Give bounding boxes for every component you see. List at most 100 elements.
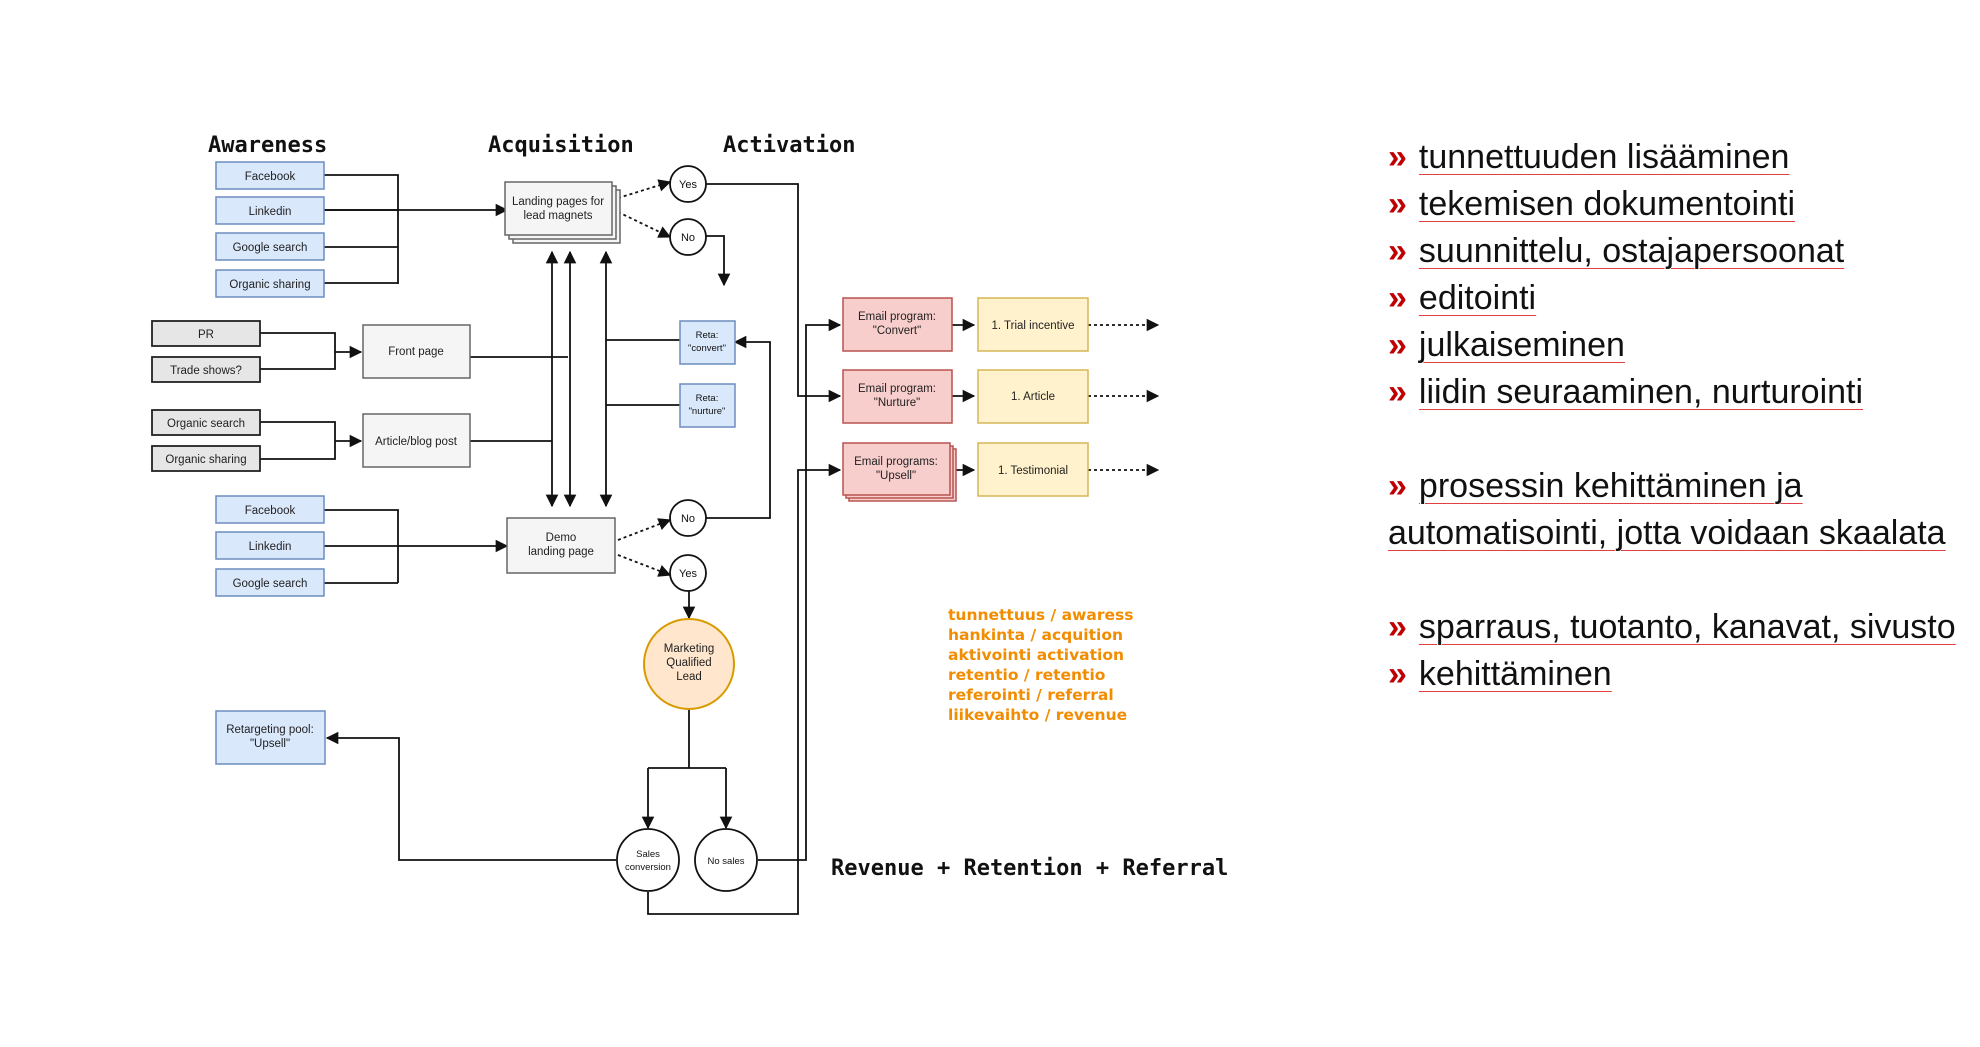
legend-line-6: liikevaihto / revenue: [948, 706, 1127, 724]
edge-sales-to-retargeting: [325, 731, 616, 861]
awareness-top-organic-sharing: Organic sharing: [215, 269, 325, 298]
awareness-top-linkedin-label: Linkedin: [249, 206, 292, 218]
edge-sales-loop: [647, 822, 799, 915]
bullet-text: tekemisen dokumentointi: [1418, 185, 1796, 223]
awareness-top-facebook-label: Facebook: [245, 171, 296, 183]
bullet-item: » liidin seuraaminen, nurturointi: [1388, 369, 1968, 416]
bullet-item: » tunnettuuden lisääminen: [1388, 134, 1968, 181]
bullet-marker-icon: »: [1388, 655, 1407, 693]
awareness-bottom-linkedin: Linkedin: [215, 531, 325, 560]
bullet-marker-icon: »: [1388, 373, 1407, 411]
bullet-text: liidin seuraaminen, nurturointi: [1418, 373, 1864, 411]
mql-label-1: Marketing: [664, 643, 715, 655]
sales-conversion-node: Sales conversion: [616, 828, 680, 892]
decision-yes-top-label: Yes: [679, 179, 697, 191]
article-step-box: 1. Article: [977, 369, 1089, 424]
edge-organic-bus: [260, 421, 336, 460]
bullet-item: »kehittäminen: [1388, 651, 1968, 698]
email-convert-label-1: Email program:: [858, 311, 936, 323]
sales-conversion-label-2: conversion: [625, 862, 671, 873]
bullet-marker-icon: »: [1388, 326, 1407, 364]
bullet-text: prosessin kehittäminen ja automatisointi…: [1388, 467, 1946, 552]
reta-convert-label-1: Reta:: [696, 330, 719, 341]
legend-line-2: hankinta / acquition: [948, 626, 1123, 644]
email-nurture-label-1: Email program:: [858, 383, 936, 395]
legend-line-5: referointi / referral: [948, 686, 1114, 704]
bullet-marker-icon: »: [1388, 185, 1407, 223]
phase-awareness: Awareness: [208, 133, 327, 158]
edge-awareness-bottom-bus: [324, 509, 399, 584]
revenue-retention-referral-label: Revenue + Retention + Referral: [831, 856, 1228, 881]
bullet-marker-icon: »: [1388, 467, 1407, 505]
awareness-top-google-search-label: Google search: [233, 242, 308, 254]
awareness-bottom-google-search: Google search: [215, 568, 325, 597]
trade-shows-label: Trade shows?: [170, 365, 242, 377]
bullet-gap: [1388, 557, 1968, 604]
demo-landing-label-1: Demo: [546, 532, 577, 544]
decision-no-top: No: [669, 218, 707, 256]
decision-yes-bottom: Yes: [669, 554, 707, 592]
no-sales-label: No sales: [708, 856, 745, 867]
bullet-item: »editointi: [1388, 275, 1968, 322]
bullet-item: »julkaiseminen: [1388, 322, 1968, 369]
awareness-top-linkedin: Linkedin: [215, 196, 325, 225]
bullet-item: » tekemisen dokumentointi: [1388, 181, 1968, 228]
awareness-top-organic-sharing-label: Organic sharing: [229, 279, 310, 291]
edge-pr-bus: [260, 332, 336, 370]
email-upsell-box: Email programs: "Upsell": [842, 442, 957, 502]
reta-convert-label-2: "convert": [688, 343, 726, 354]
article-blog-post-box: Article/blog post: [362, 413, 471, 468]
edge-no-to-reta: [706, 235, 731, 287]
reta-nurture-label-2: "nurture": [689, 406, 726, 417]
edge-awareness-top-bus: [324, 174, 399, 284]
retargeting-pool-label-2: "Upsell": [250, 738, 290, 750]
bullet-marker-icon: »: [1388, 232, 1407, 270]
trial-incentive-label: 1. Trial incentive: [991, 320, 1074, 332]
edge-demo-yes: [617, 554, 672, 577]
demo-landing-page-box: Demo landing page: [506, 517, 616, 574]
decision-yes-top: Yes: [669, 165, 707, 203]
article-step-label: 1. Article: [1011, 391, 1055, 403]
bullet-item: » suunnittelu, ostajapersoonat: [1388, 228, 1968, 275]
reta-nurture-box: Reta: "nurture": [679, 383, 736, 428]
email-convert-label-2: "Convert": [873, 325, 921, 337]
retargeting-pool-box: Retargeting pool: "Upsell": [215, 710, 326, 765]
organic-sharing-label: Organic sharing: [165, 454, 246, 466]
landing-pages-label-1: Landing pages for: [512, 196, 604, 208]
awareness-bottom-facebook-label: Facebook: [245, 505, 296, 517]
bullet-marker-icon: »: [1388, 138, 1407, 176]
retargeting-pool-label-1: Retargeting pool:: [226, 724, 314, 736]
email-upsell-label-2: "Upsell": [876, 470, 916, 482]
reta-nurture-label-1: Reta:: [696, 393, 719, 404]
testimonial-box: 1. Testimonial: [977, 442, 1089, 497]
email-convert-box: Email program: "Convert": [842, 297, 953, 352]
demo-landing-label-2: landing page: [528, 546, 594, 558]
front-page-label: Front page: [388, 346, 444, 358]
pr-label: PR: [198, 329, 214, 341]
awareness-top-facebook: Facebook: [215, 161, 325, 190]
mql-label-2: Qualified: [666, 657, 711, 669]
bullet-text: tunnettuuden lisääminen: [1418, 138, 1790, 176]
edge-demo-no: [617, 518, 672, 541]
edge-landing-no: [617, 211, 672, 238]
organic-search-label: Organic search: [167, 418, 245, 430]
awareness-top-google-search: Google search: [215, 232, 325, 261]
phase-acquisition: Acquisition: [488, 133, 634, 158]
organic-search-box: Organic search: [151, 409, 261, 436]
bullet-text: sparraus, tuotanto, kanavat, sivusto: [1418, 608, 1956, 646]
email-upsell-label-1: Email programs:: [854, 456, 938, 468]
edge-yes-to-nurture: [706, 183, 842, 403]
phase-activation: Activation: [723, 133, 855, 158]
bullet-item: »sparraus, tuotanto, kanavat, sivusto: [1388, 604, 1968, 651]
pr-box: PR: [151, 320, 261, 347]
article-blog-post-label: Article/blog post: [375, 436, 458, 448]
bullet-text: suunnittelu, ostajapersoonat: [1418, 232, 1845, 270]
organic-sharing-box: Organic sharing: [151, 445, 261, 472]
edge-to-upsell: [797, 463, 842, 822]
legend: tunnettuus / awaress hankinta / acquitio…: [948, 606, 1133, 724]
no-sales-node: No sales: [694, 828, 758, 892]
edge-mql-split: [648, 710, 726, 769]
awareness-bottom-linkedin-label: Linkedin: [249, 541, 292, 553]
reta-convert-box: Reta: "convert": [679, 320, 736, 365]
bullet-gap: [1388, 416, 1968, 463]
